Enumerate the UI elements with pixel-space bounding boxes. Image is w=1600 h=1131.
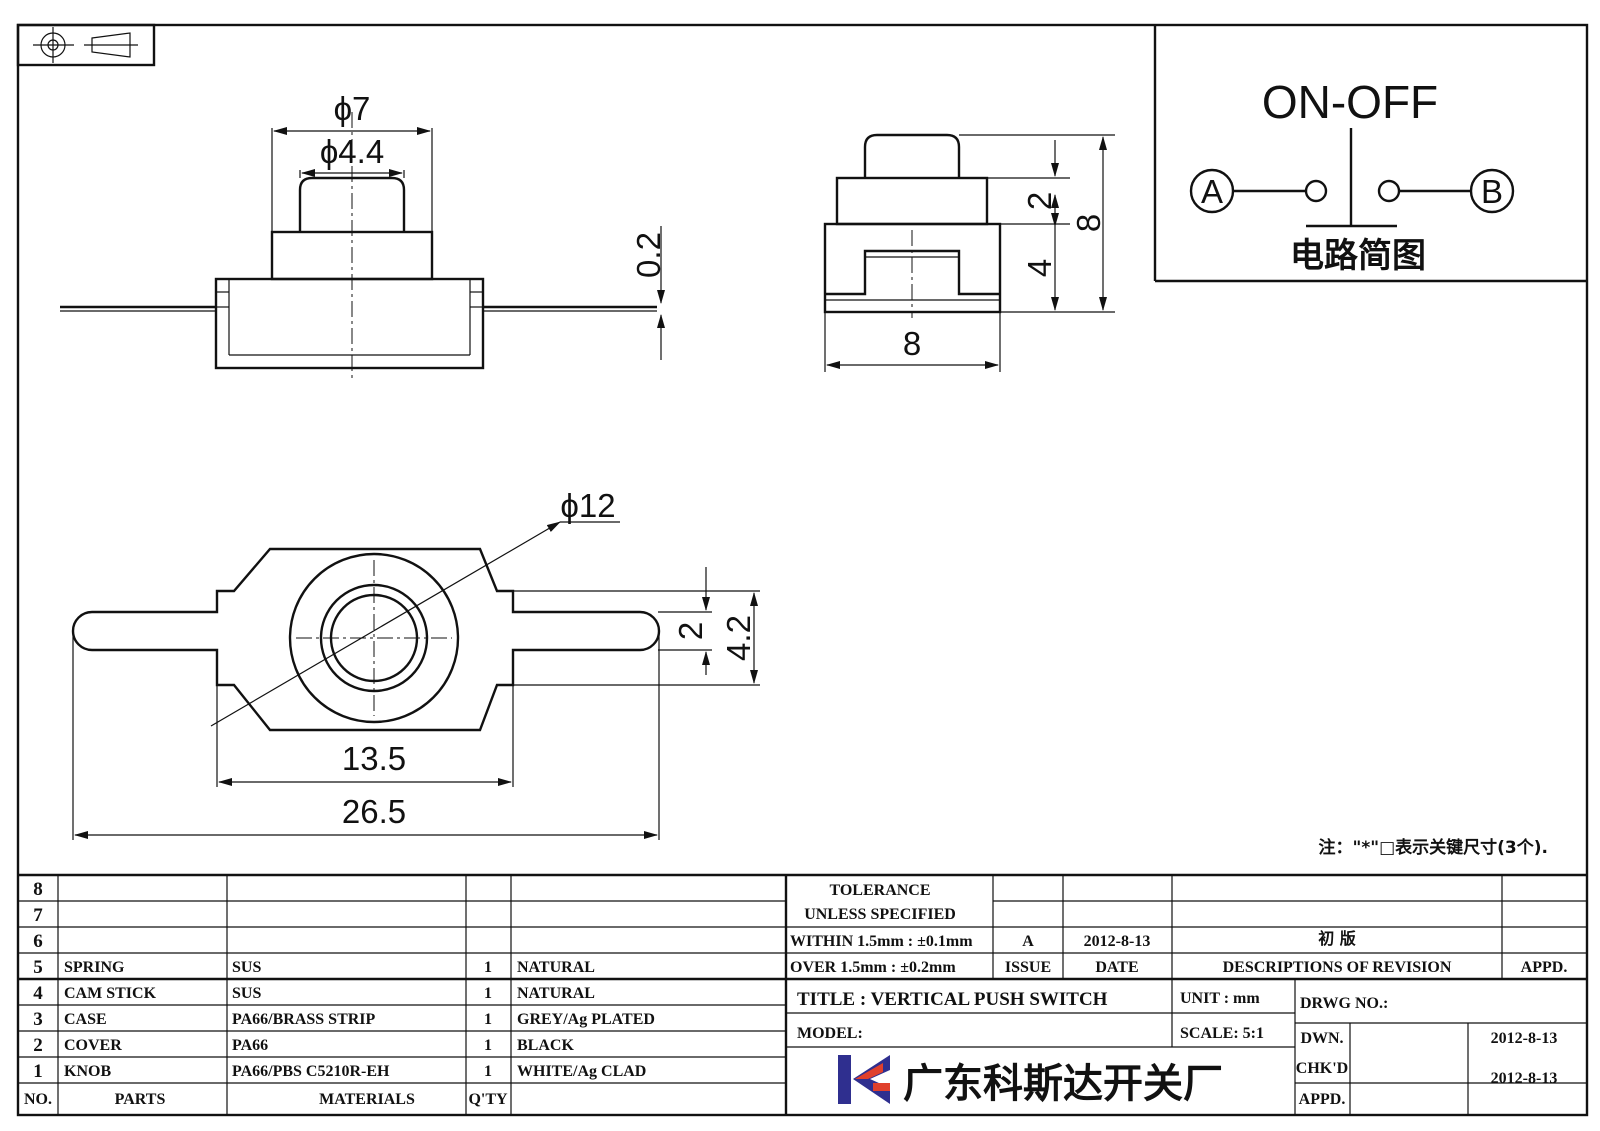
scale-label: SCALE: 5:1 [1180,1025,1264,1042]
header-qty: Q'TY [468,1091,508,1108]
dim-side-2: 2 [1021,192,1058,210]
unless-specified: UNLESS SPECIFIED [804,906,956,923]
row-finish: NATURAL [517,985,595,1002]
row-finish: NATURAL [517,959,595,976]
row-part: SPRING [64,959,125,976]
row-no: 3 [33,1009,43,1030]
desc-label: DESCRIPTIONS OF REVISION [1223,959,1452,976]
row-no: 5 [33,957,43,978]
drawing-title: TITLE : VERTICAL PUSH SWITCH [797,989,1108,1010]
company-name: 广东科斯达开关厂 [903,1061,1223,1107]
header-no: NO. [24,1091,52,1108]
bom-row-1: 1 KNOB PA66/PBS C5210R-EH 1 WHITE/Ag CLA… [33,1061,646,1082]
circuit-caption: 电路简图 [1290,236,1426,276]
tolerance-within: WITHIN 1.5mm : ±0.1mm [790,933,973,950]
terminal-a-label: A [1201,173,1223,210]
circuit-title: ON-OFF [1262,76,1438,128]
row-qty: 1 [484,1063,492,1080]
bom-row-8: 8 [33,879,43,900]
issue-label: ISSUE [1005,959,1051,976]
row-finish: GREY/Ag PLATED [517,1011,655,1028]
dim-side-8v: 8 [1070,214,1107,232]
row-part: COVER [64,1037,122,1054]
bom-row-2: 2 COVER PA66 1 BLACK [33,1035,574,1056]
tolerance-over: OVER 1.5mm : ±0.2mm [790,959,956,976]
chkd-label: CHK'D [1296,1060,1348,1077]
row-material: SUS [232,959,261,976]
row-material: PA66/BRASS STRIP [232,1011,376,1028]
row-qty: 1 [484,959,492,976]
side-view: 2 4 8 8 [823,133,1115,372]
row-qty: 1 [484,985,492,1002]
bom-row-3: 3 CASE PA66/BRASS STRIP 1 GREY/Ag PLATED [33,1009,655,1030]
dwn-date: 2012-8-13 [1491,1030,1558,1047]
dim-0-2: 0.2 [630,232,667,278]
row-no: 7 [33,905,43,926]
row-finish: BLACK [517,1037,574,1054]
chk-date: 2012-8-13 [1491,1070,1558,1087]
contact-left-icon [1304,179,1328,203]
terminal-b-icon [1469,168,1515,214]
dim-26-5: 26.5 [342,793,406,830]
dwn-label: DWN. [1300,1030,1343,1047]
row-no: 1 [33,1061,43,1082]
projection-symbol-icon [16,23,156,67]
revision-desc: 初 版 [1318,929,1356,948]
dim-phi12: ϕ12 [560,487,615,524]
bom-header: NO. PARTS MATERIALS Q'TY [24,1091,508,1108]
row-no: 2 [33,1035,43,1056]
bom-row-5: 5 SPRING SUS 1 NATURAL [33,957,595,978]
dim-side-8h: 8 [903,325,921,362]
bom-table: 8 7 6 5 SPRING SUS 1 NATURAL 4 CAM STICK… [18,873,1587,1115]
row-material: SUS [232,985,261,1002]
dim-side-4: 4 [1021,259,1058,277]
dim-phi7: ϕ7 [334,90,371,127]
row-material: PA66 [232,1037,268,1054]
model-label: MODEL: [797,1025,863,1042]
appd2-label: APPD. [1299,1091,1346,1108]
company-logo-icon [838,1055,890,1104]
plan-view: ϕ12 2 4.2 13.5 26.5 [71,487,760,840]
contact-right-icon [1377,179,1401,203]
title-block: TOLERANCE UNLESS SPECIFIED WITHIN 1.5mm … [786,875,1587,1115]
dim-13-5: 13.5 [342,740,406,777]
date-value: 2012-8-13 [1084,933,1151,950]
front-view: ϕ7 ϕ4.4 0.2 [60,90,667,378]
row-part: CASE [64,1011,107,1028]
dim-phi4-4: ϕ4.4 [320,133,384,170]
row-no: 6 [33,931,43,952]
unit-label: UNIT : mm [1180,990,1260,1007]
terminal-b-label: B [1481,173,1503,210]
tolerance-label: TOLERANCE [829,882,930,899]
row-part: CAM STICK [64,985,157,1002]
row-finish: WHITE/Ag CLAD [517,1063,646,1080]
date-label: DATE [1095,959,1138,976]
row-qty: 1 [484,1037,492,1054]
sheet-border [16,23,1589,1117]
dim-bottom-4-2: 4.2 [720,615,757,661]
row-no: 8 [33,879,43,900]
row-no: 4 [33,983,43,1004]
header-parts: PARTS [115,1091,166,1108]
row-qty: 1 [484,1011,492,1028]
bom-row-6: 6 [33,931,43,952]
circuit-diagram: ON-OFF A B 电路简图 [1153,25,1587,283]
row-part: KNOB [64,1063,111,1080]
note-text: 注："*"□表示关键尺寸(3个). [1319,837,1549,858]
drwg-no-label: DRWG NO.: [1300,995,1388,1012]
bom-row-4: 4 CAM STICK SUS 1 NATURAL [33,983,595,1004]
appd-label: APPD. [1521,959,1568,976]
bom-row-7: 7 [33,905,43,926]
issue-value: A [1022,933,1034,950]
row-material: PA66/PBS C5210R-EH [232,1063,390,1080]
dim-bottom-2: 2 [672,622,709,640]
header-materials: MATERIALS [319,1091,415,1108]
